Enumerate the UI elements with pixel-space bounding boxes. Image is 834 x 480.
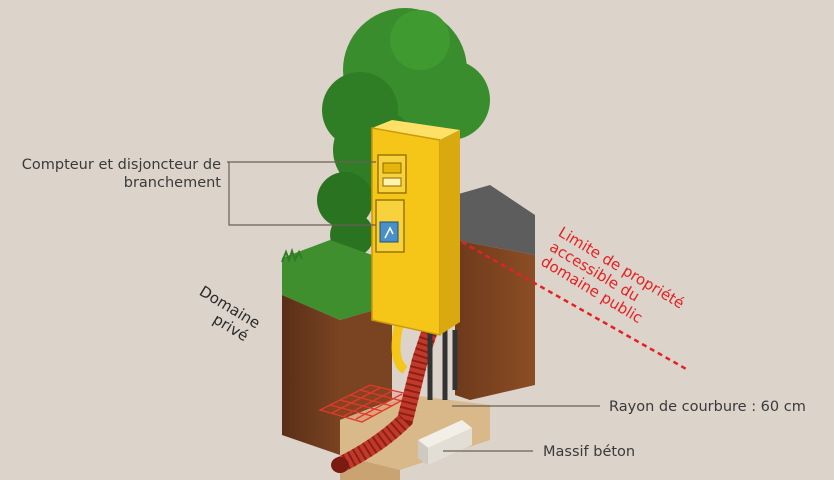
compteur-label-line2: branchement (123, 175, 221, 191)
private-soil-block (281, 240, 392, 455)
compteur-label-line1: Compteur et disjoncteur de (21, 157, 221, 173)
pillar-conduits (427, 330, 458, 400)
breaker-icon (375, 199, 405, 253)
meter-icon (377, 154, 407, 194)
public-soil-block (440, 185, 535, 400)
massif-label: Massif béton (543, 444, 636, 460)
concrete-base (418, 420, 472, 465)
connection-pillar (371, 120, 460, 336)
compteur-label: Compteur et disjoncteur de branchement (11, 156, 221, 192)
leader-lines (227, 161, 600, 452)
property-limit-line (461, 240, 689, 372)
buried-conduit (331, 322, 438, 473)
rayon-label: Rayon de courbure : 60 cm (609, 399, 806, 415)
